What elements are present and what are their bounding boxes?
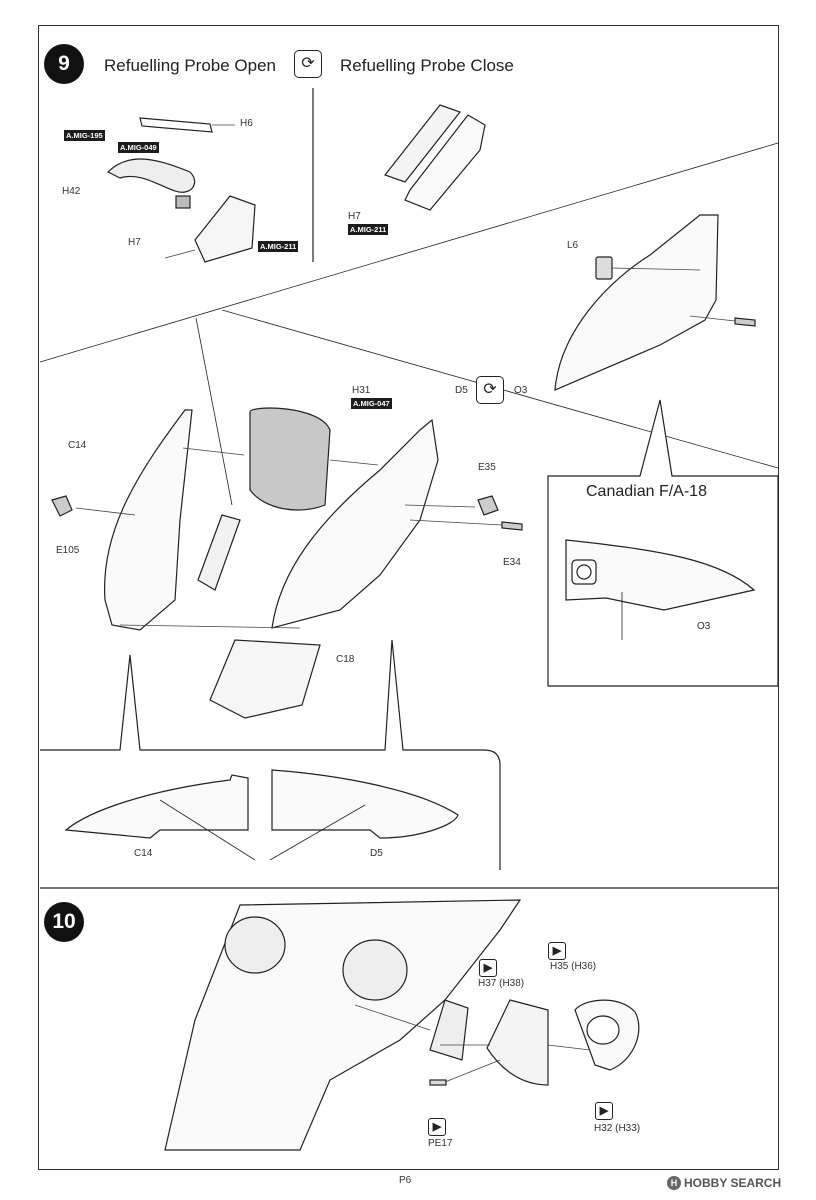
intake-right — [342, 939, 408, 1001]
flip-icon: ⟳ — [294, 50, 322, 78]
title-probe-open: Refuelling Probe Open — [104, 56, 277, 75]
part-label: O3 — [697, 621, 711, 632]
part-label: C14 — [68, 440, 87, 451]
part-l6 — [595, 256, 613, 280]
page-number: P6 — [399, 1175, 412, 1186]
part-e105 — [51, 495, 73, 517]
canadian-heading: Canadian F/A-18 — [586, 483, 707, 500]
part-label: H6 — [240, 118, 253, 129]
part-e34 — [501, 521, 523, 531]
part-label: E35 — [478, 462, 496, 473]
paint-code: A.MIG-211 — [258, 241, 299, 252]
canadian-callout-box — [547, 399, 779, 687]
part-arrow-icon: ▶ — [479, 959, 497, 977]
paint-code: A.MIG-195 — [64, 130, 105, 141]
flip-icon: ⟳ — [476, 376, 504, 404]
title-probe-close: Refuelling Probe Close — [340, 56, 514, 75]
part-arrow-icon: ▶ — [595, 1102, 613, 1120]
part-label: H35 (H36) — [550, 961, 597, 972]
part-d5-detail — [271, 769, 459, 839]
part-arrow-icon: ▶ — [548, 942, 566, 960]
part-label: C14 — [134, 848, 153, 859]
part-h7-probe — [384, 104, 461, 183]
part-h7-open — [194, 195, 256, 263]
part-label: E105 — [56, 545, 80, 556]
part-label: D5 — [370, 848, 383, 859]
detail-callout-box — [40, 639, 501, 870]
part-h31 — [249, 407, 331, 511]
part-h6 — [139, 117, 213, 133]
part-label: O3 — [514, 385, 528, 396]
intake-left — [224, 916, 286, 974]
paint-code: A.MIG-211 — [348, 224, 389, 235]
part-label: D5 — [455, 385, 468, 396]
part-label: E34 — [503, 557, 521, 568]
step-9-badge: 9 — [44, 44, 84, 84]
part-label: H42 — [62, 186, 81, 197]
paint-code: A.MIG-047 — [351, 398, 392, 409]
fuselage — [164, 899, 522, 1151]
part-label: L6 — [567, 240, 579, 251]
paint-code: A.MIG-049 — [118, 142, 159, 153]
part-label: H32 (H33) — [594, 1123, 641, 1134]
part-arrow-icon: ▶ — [428, 1118, 446, 1136]
part-e35 — [477, 495, 499, 516]
part-h42 — [106, 158, 196, 193]
part-label: C18 — [336, 654, 355, 665]
part-pe17 — [429, 1079, 447, 1086]
watermark-icon: H — [667, 1176, 681, 1190]
part-label: H37 (H38) — [478, 978, 525, 989]
part-c14-detail — [64, 774, 249, 839]
part-d5 — [271, 418, 439, 629]
part-c14 — [103, 409, 193, 631]
part-label: H7 — [128, 237, 141, 248]
part-o3-canadian — [565, 539, 756, 611]
part-label: PE17 — [428, 1138, 453, 1149]
part-o3 — [554, 214, 719, 391]
part-h35 — [486, 999, 549, 1086]
watermark: HOBBY SEARCH — [684, 1176, 782, 1190]
part-label: H31 — [352, 385, 371, 396]
part-label: H7 — [348, 211, 361, 222]
part-c18 — [209, 639, 321, 719]
part-h7-close — [404, 114, 486, 211]
step-10-badge: 10 — [44, 902, 84, 942]
